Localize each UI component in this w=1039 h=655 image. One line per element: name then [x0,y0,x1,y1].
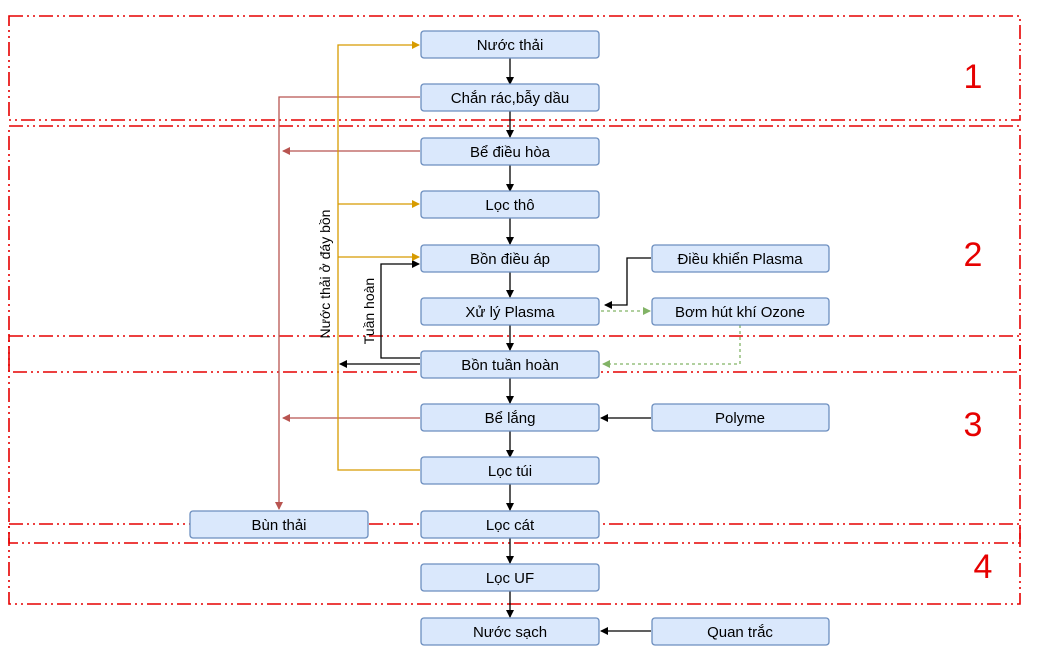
node-bon-tuan-hoan: Bồn tuần hoàn [420,350,600,379]
node-label: Lọc thô [485,197,534,214]
node-label: Bể lắng [485,410,536,427]
ozone-arrows [601,307,741,368]
sludge-arrows [275,96,420,510]
node-label: Quan trắc [707,624,773,641]
node-xu-ly-plasma: Xử lý Plasma [420,297,600,326]
node-label: Bơm hút khí Ozone [675,304,805,321]
node-label: Nước thải [477,37,544,54]
return-arrows [337,41,420,471]
node-label: Xử lý Plasma [465,304,555,321]
zone-number-1: 1 [964,58,983,96]
node-label: Chắn rác,bẫy dầu [451,90,569,107]
node-bon-dieu-ap: Bồn điều áp [420,244,600,273]
node-label: Lọc túi [488,463,532,480]
node-nuoc-sach: Nước sạch [420,617,600,646]
node-chan-rac-bay-dau: Chắn rác,bẫy dầu [420,83,600,112]
zone-number-3: 3 [964,406,983,444]
zone-2-boundary [8,125,1021,373]
node-loc-tui: Lọc túi [420,456,600,485]
node-be-lang: Bể lắng [420,403,600,432]
node-polyme: Polyme [651,403,830,432]
node-label: Bể điều hòa [470,144,551,161]
zone-1-boundary [8,15,1021,121]
zone-number-4: 4 [974,548,993,586]
label-nuoc-thai-day-bon: Nước thải ở đáy bồn [317,210,333,339]
node-label: Bồn điều áp [470,251,550,268]
node-loc-uf: Lọc UF [420,563,600,592]
node-label: Lọc UF [486,570,534,587]
node-bun-thai: Bùn thải [189,510,369,539]
node-bom-hut-khi-ozone: Bơm hút khí Ozone [651,297,830,326]
node-be-dieu-hoa: Bể điều hòa [420,137,600,166]
node-label: Bồn tuần hoàn [461,357,559,374]
main-flow-arrows [339,58,651,635]
node-nuoc-thai: Nước thải [420,30,600,59]
node-dieu-khien-plasma: Điều khiển Plasma [651,244,830,273]
node-label: Polyme [715,410,765,427]
node-quan-trac: Quan trắc [651,617,830,646]
node-loc-cat: Lọc cát [420,510,600,539]
node-label: Lọc cát [486,517,535,534]
node-label: Nước sạch [473,624,547,641]
node-loc-tho: Lọc thô [420,190,600,219]
zone-number-2: 2 [964,236,983,274]
node-label: Bùn thải [251,517,306,534]
node-label: Điều khiển Plasma [677,251,803,268]
label-tuan-hoan: Tuần hoàn [361,278,377,344]
zone-3-boundary [8,335,1021,544]
